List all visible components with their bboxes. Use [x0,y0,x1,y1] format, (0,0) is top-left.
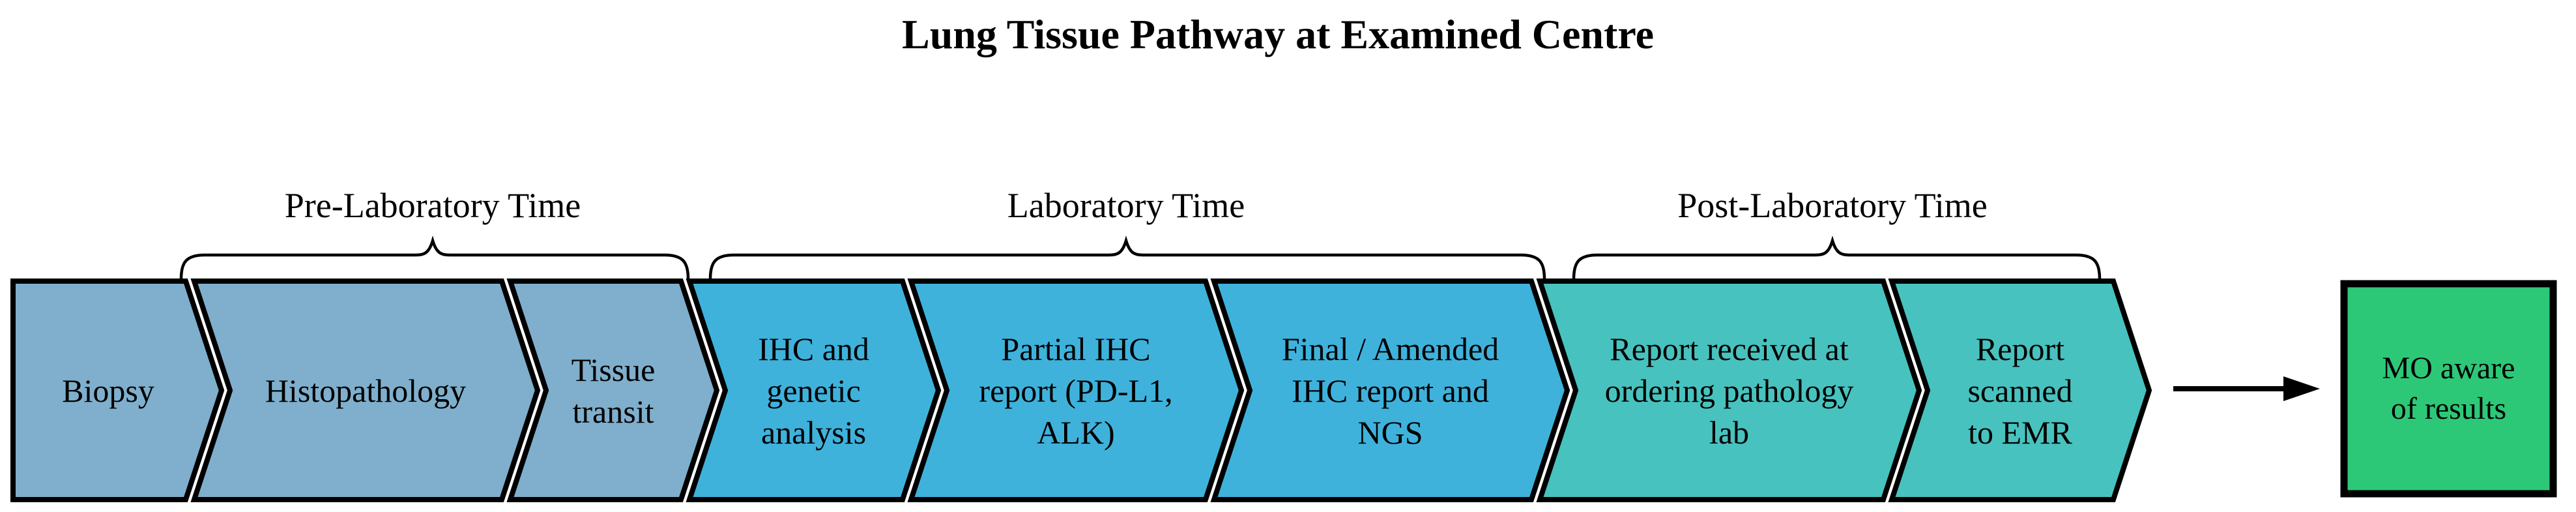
connector-arrow-head [2283,376,2320,401]
chevron-final-amended-report [1210,279,1570,502]
section-label-laboratory: Laboratory Time [1007,186,1245,225]
chevron-ihc-genetic-analysis [686,279,942,502]
step-label-report-received: Report received at ordering pathology la… [1604,330,1854,451]
section-label-pre-laboratory: Pre-Laboratory Time [284,186,581,225]
brace-laboratory [708,235,1546,280]
result-box-label: MO aware of results [2382,351,2515,426]
chevron-tissue-transit [506,279,720,502]
chevron-partial-ihc-report [907,279,1245,502]
result-box [2340,280,2557,498]
chevron-report-scanned [1888,279,2152,502]
step-label-report-scanned: Report scanned to EMR [1967,330,2073,451]
step-label-histopathology: Histopathology [265,372,467,409]
page-title: Lung Tissue Pathway at Examined Centre [902,11,1654,57]
step-label-tissue-transit: Tissue transit [571,351,656,430]
step-label-final-amended-report: Final / Amended IHC report and NGS [1281,330,1499,451]
chevron-histopathology [190,279,541,502]
step-label-biopsy: Biopsy [62,372,154,409]
section-label-post-laboratory: Post-Laboratory Time [1677,186,1988,225]
step-label-ihc-genetic-analysis: IHC and genetic analysis [758,330,869,451]
chevron-report-received [1536,279,1922,502]
step-label-partial-ihc-report: Partial IHC report (PD-L1, ALK) [979,330,1173,451]
brace-pre-laboratory [179,235,690,280]
chevron-biopsy [10,279,225,502]
brace-post-laboratory [1572,235,2102,280]
